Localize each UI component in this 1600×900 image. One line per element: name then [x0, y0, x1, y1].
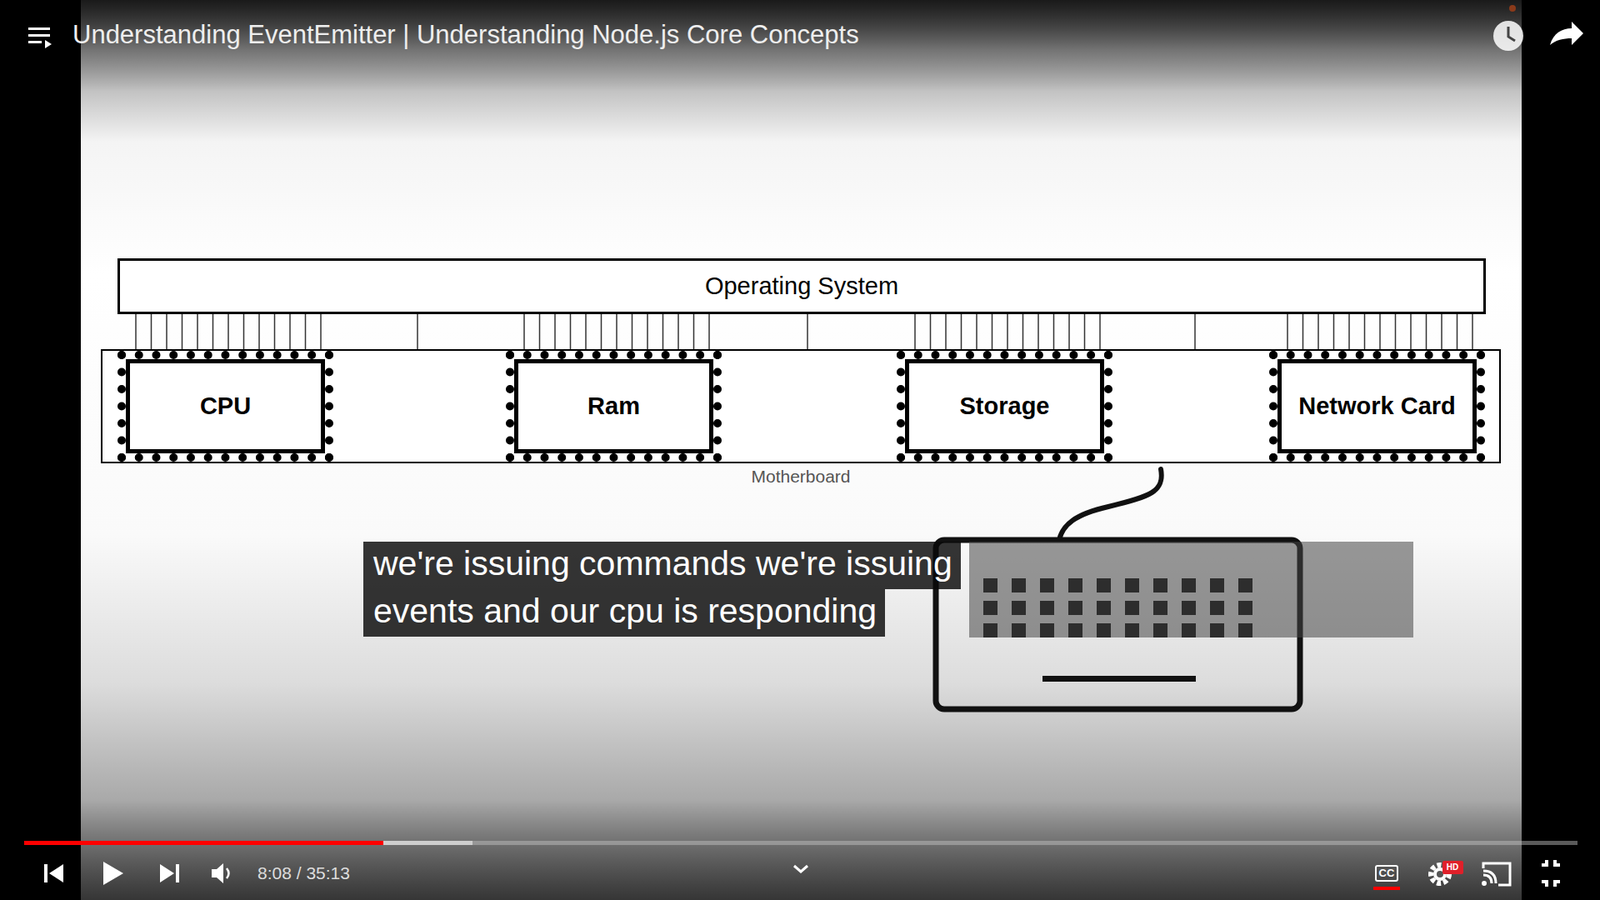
share-icon [1550, 21, 1584, 45]
progress-played [24, 840, 384, 845]
volume-icon [211, 863, 230, 884]
hardware-chip: Storage [896, 350, 1113, 462]
keyboard-cable [1059, 469, 1162, 540]
exit-fullscreen-icon [1541, 860, 1560, 887]
hardware-chip: Ram [505, 350, 722, 462]
progress-track [24, 840, 1578, 845]
captions-on-bar [1373, 886, 1400, 890]
node-label: Storage [960, 392, 1050, 420]
os-layer: Operating System [117, 258, 1486, 315]
progress-buffer [24, 840, 473, 845]
next-icon [160, 864, 180, 883]
hd-label: HD [1446, 862, 1459, 873]
hardware-chip: Network Card [1269, 350, 1485, 462]
hd-badge [1442, 860, 1464, 875]
caption-line: we're issuing commands we're issuing [363, 541, 961, 590]
cast-icon [1483, 863, 1511, 885]
captions-button: CC [1375, 865, 1400, 882]
hardware-chip: CPU [117, 350, 334, 462]
node-label: CPU [200, 392, 251, 420]
notification-dot [1509, 5, 1516, 12]
time-display: 8:08 / 35:13 [257, 863, 350, 884]
bus-lines [1287, 314, 1473, 351]
bottom-shade [0, 800, 1600, 900]
watch-later-icon [1493, 20, 1524, 51]
playlist-icon [28, 27, 52, 49]
caption-line: events and our cpu is responding [363, 589, 885, 637]
bus-wires [417, 314, 1195, 350]
bus-lines [524, 314, 710, 351]
bus-lines [915, 314, 1100, 351]
node-label: Ram [587, 392, 640, 420]
play-icon [103, 861, 124, 885]
caption-window [969, 541, 1414, 638]
chevron-icon [794, 865, 808, 872]
node-label: Operating System [705, 272, 899, 300]
board-label: Motherboard [102, 466, 1500, 487]
space-bar [1042, 675, 1196, 682]
bus-lines [135, 314, 321, 351]
motherboard-board: MotherboardCPURamStorageNetwork Card [100, 349, 1501, 464]
node-label: Network Card [1298, 392, 1456, 420]
video-title: Understanding EventEmitter | Understandi… [72, 20, 860, 50]
previous-icon [44, 864, 64, 883]
